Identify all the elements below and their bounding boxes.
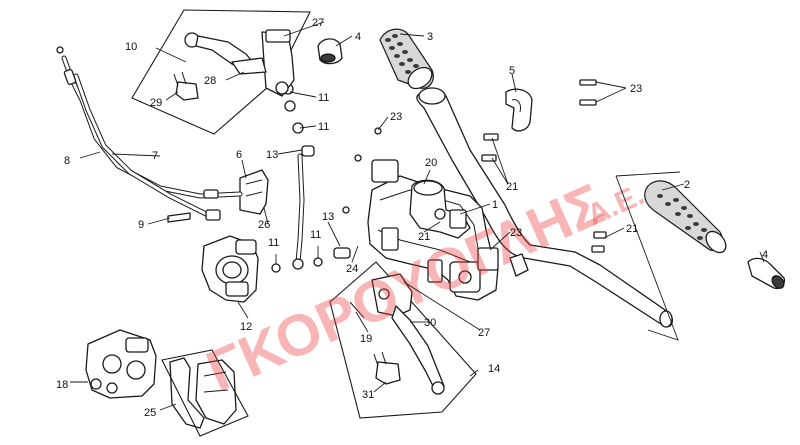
callout-19: 19: [360, 333, 372, 345]
brake-caliper-part-18: [85, 329, 157, 399]
callout-18: 18: [56, 379, 68, 391]
bar-end-weight-bottom: [747, 257, 786, 290]
callout-11-a: 11: [318, 92, 329, 104]
callout-21-mid: 21: [418, 231, 430, 243]
callout-1: 1: [492, 199, 498, 211]
callout-4-top: 4: [355, 31, 361, 43]
callout-14: 14: [488, 363, 500, 375]
callout-24: 24: [346, 263, 358, 275]
callout-11-d: 11: [310, 229, 321, 241]
throttle-sleeve-part-5: [505, 88, 533, 132]
callout-12: 12: [240, 321, 252, 333]
callout-4-right: 4: [762, 249, 768, 261]
callout-7: 7: [152, 150, 158, 162]
callout-21-right: 21: [626, 223, 638, 235]
callout-labels: 27 4 3 10 5 28 23 11 29 23 11 13 7 6 8 2…: [56, 17, 768, 419]
callout-27-top: 27: [312, 17, 324, 29]
brake-hose-part-26: [292, 153, 305, 270]
right-grip-part-3: [379, 28, 434, 90]
handlebar-clamp-bracket: [367, 159, 529, 301]
brake-caliper-part-12: [201, 235, 259, 303]
bolts-and-screws: [167, 79, 607, 273]
callout-11-c: 11: [268, 237, 279, 249]
frame-part-14: [329, 261, 477, 419]
callout-23-mid: 23: [390, 111, 402, 123]
callout-2: 2: [684, 179, 690, 191]
leader-lines: [70, 21, 765, 411]
bar-end-weight-top: [317, 38, 343, 65]
lever-assembly-part-14: [371, 273, 445, 395]
callout-29: 29: [150, 97, 162, 109]
callout-13-b: 13: [322, 211, 334, 223]
throttle-cables: [56, 46, 243, 221]
handlebar-tube: [416, 87, 674, 328]
frame-part-10: [131, 9, 311, 135]
callout-28: 28: [204, 75, 216, 87]
callout-6: 6: [236, 149, 242, 161]
callout-8: 8: [64, 155, 70, 167]
callout-20: 20: [425, 157, 437, 169]
callout-23-low: 23: [510, 227, 522, 239]
brake-switch-part-29: [173, 71, 199, 101]
callout-13-a: 13: [266, 149, 278, 161]
callout-3: 3: [427, 31, 433, 43]
callout-5: 5: [509, 65, 515, 77]
master-cylinder-part-10: [184, 29, 295, 97]
callout-27-low: 27: [478, 327, 490, 339]
callout-23-right: 23: [630, 83, 642, 95]
callout-21-upper: 21: [506, 181, 518, 193]
lever-bolt-part-19: [349, 301, 365, 319]
callout-25: 25: [144, 407, 156, 419]
cable-holder-part-6: [239, 169, 269, 215]
callout-30: 30: [424, 317, 436, 329]
callout-31: 31: [362, 389, 374, 401]
throttle-housing: [409, 179, 471, 239]
frame-part-25: [161, 349, 249, 437]
callout-9: 9: [138, 219, 144, 231]
left-grip-part-2: [644, 180, 727, 254]
callout-26: 26: [258, 219, 270, 231]
callout-10: 10: [125, 41, 137, 53]
callout-11-b: 11: [318, 121, 329, 133]
brake-switch-part-31: [373, 351, 401, 385]
